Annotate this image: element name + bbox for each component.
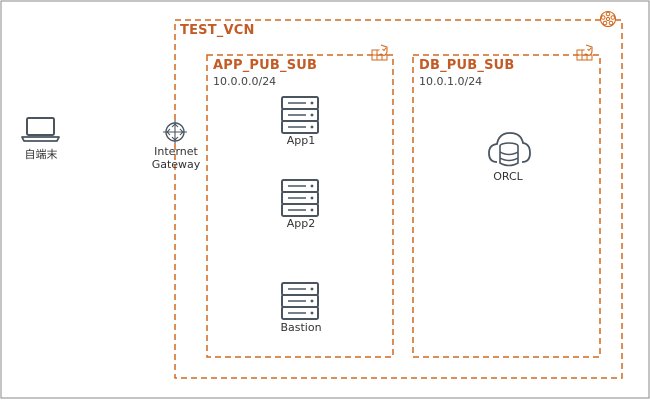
- db-subnet-container: [412, 54, 601, 358]
- node-label-app1: App1: [286, 134, 316, 147]
- db-subnet-security-icon: [576, 44, 593, 61]
- vcn-title: TEST_VCN: [180, 23, 255, 38]
- vcn-icon: [599, 10, 617, 28]
- db-subnet-title: DB_PUB_SUB: [419, 58, 515, 73]
- gateway-label-line2: Gateway: [151, 158, 201, 171]
- vcn-container: [174, 19, 623, 379]
- app-subnet-container: [206, 54, 394, 358]
- node-label-app2: App2: [286, 217, 316, 230]
- server-icon-app1: [281, 96, 319, 134]
- node-label-orcl: ORCL: [493, 170, 523, 183]
- db-subnet-cidr: 10.0.1.0/24: [419, 75, 483, 88]
- gateway-label-line1: Internet: [154, 145, 198, 158]
- app-subnet-title: APP_PUB_SUB: [213, 58, 318, 73]
- app-subnet-cidr: 10.0.0.0/24: [213, 75, 277, 88]
- server-icon-app2: [281, 179, 319, 217]
- cloud-database-icon: [488, 132, 531, 167]
- server-icon-bastion: [281, 282, 319, 320]
- internet-gateway-icon: [163, 120, 187, 144]
- client-label: 自端末: [24, 148, 58, 161]
- app-subnet-security-icon: [371, 44, 388, 61]
- laptop-icon: [21, 117, 60, 142]
- node-label-bastion: Bastion: [280, 321, 322, 334]
